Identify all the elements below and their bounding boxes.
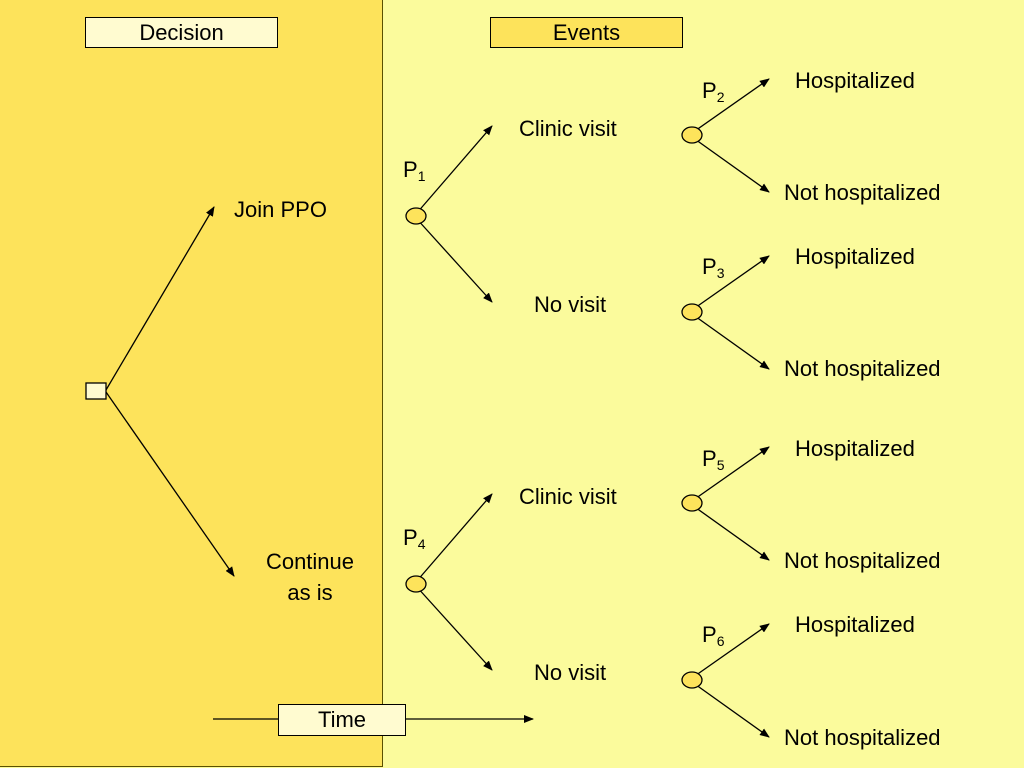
decision-panel: [0, 0, 383, 767]
branch-o4: [691, 313, 770, 370]
prob-p1-index: 1: [417, 168, 426, 184]
chance-node-p2: [681, 126, 703, 144]
chance-node-p6: [681, 671, 703, 689]
prob-p4-letter: P: [403, 525, 418, 550]
chance-node-p5: [681, 494, 703, 512]
prob-p5: P5: [702, 446, 724, 472]
prob-p5-index: 5: [716, 457, 725, 473]
branch-lower-visit: [415, 493, 493, 583]
outcome-not-hospitalized-1: Not hospitalized: [784, 180, 941, 205]
chance-node-p1: [405, 207, 427, 225]
lower-clinic-visit-label: Clinic visit: [519, 484, 617, 509]
decision-node: [85, 382, 107, 400]
outcome-hospitalized-1: Hospitalized: [795, 68, 915, 93]
lower-no-visit-label: No visit: [534, 660, 607, 685]
prob-p4-index: 4: [417, 536, 426, 552]
branch-o8: [691, 681, 770, 738]
upper-clinic-visit-label: Clinic visit: [519, 116, 617, 141]
branch-lower-novisit: [415, 585, 493, 671]
outcome-hospitalized-2: Hospitalized: [795, 244, 915, 269]
join-ppo-label: Join PPO: [234, 197, 327, 222]
prob-p2: P2: [702, 78, 724, 104]
continue-label-line2: as is: [287, 580, 333, 605]
prob-p1-letter: P: [403, 157, 418, 182]
prob-p4: P4: [403, 525, 425, 551]
prob-p2-letter: P: [702, 78, 717, 103]
prob-p6-index: 6: [716, 633, 725, 649]
prob-p6-letter: P: [702, 622, 717, 647]
branch-join-ppo: [105, 206, 215, 391]
chance-node-p3: [681, 303, 703, 321]
branch-upper-novisit: [415, 217, 493, 303]
branch-o6: [691, 504, 770, 561]
prob-p3-index: 3: [716, 265, 725, 281]
continue-label: Continue as is: [252, 549, 368, 606]
upper-no-visit-label: No visit: [534, 292, 607, 317]
prob-p3: P3: [702, 254, 724, 280]
prob-p1: P1: [403, 157, 425, 183]
outcome-not-hospitalized-2: Not hospitalized: [784, 356, 941, 381]
outcome-hospitalized-4: Hospitalized: [795, 612, 915, 637]
chance-node-p4: [405, 575, 427, 593]
branch-o1: [691, 78, 770, 134]
time-label: Time: [278, 704, 406, 736]
branch-upper-visit: [415, 125, 493, 215]
branch-o2: [691, 136, 770, 193]
events-header: Events: [490, 17, 683, 48]
continue-label-line1: Continue: [265, 549, 355, 574]
prob-p3-letter: P: [702, 254, 717, 279]
prob-p6: P6: [702, 622, 724, 648]
prob-p5-letter: P: [702, 446, 717, 471]
outcome-not-hospitalized-4: Not hospitalized: [784, 725, 941, 750]
branch-o7: [691, 623, 770, 679]
outcome-hospitalized-3: Hospitalized: [795, 436, 915, 461]
prob-p2-index: 2: [716, 89, 725, 105]
branch-o3: [691, 255, 770, 311]
branch-o5: [691, 446, 770, 502]
outcome-not-hospitalized-3: Not hospitalized: [784, 548, 941, 573]
decision-header: Decision: [85, 17, 278, 48]
branch-continue: [105, 391, 235, 577]
